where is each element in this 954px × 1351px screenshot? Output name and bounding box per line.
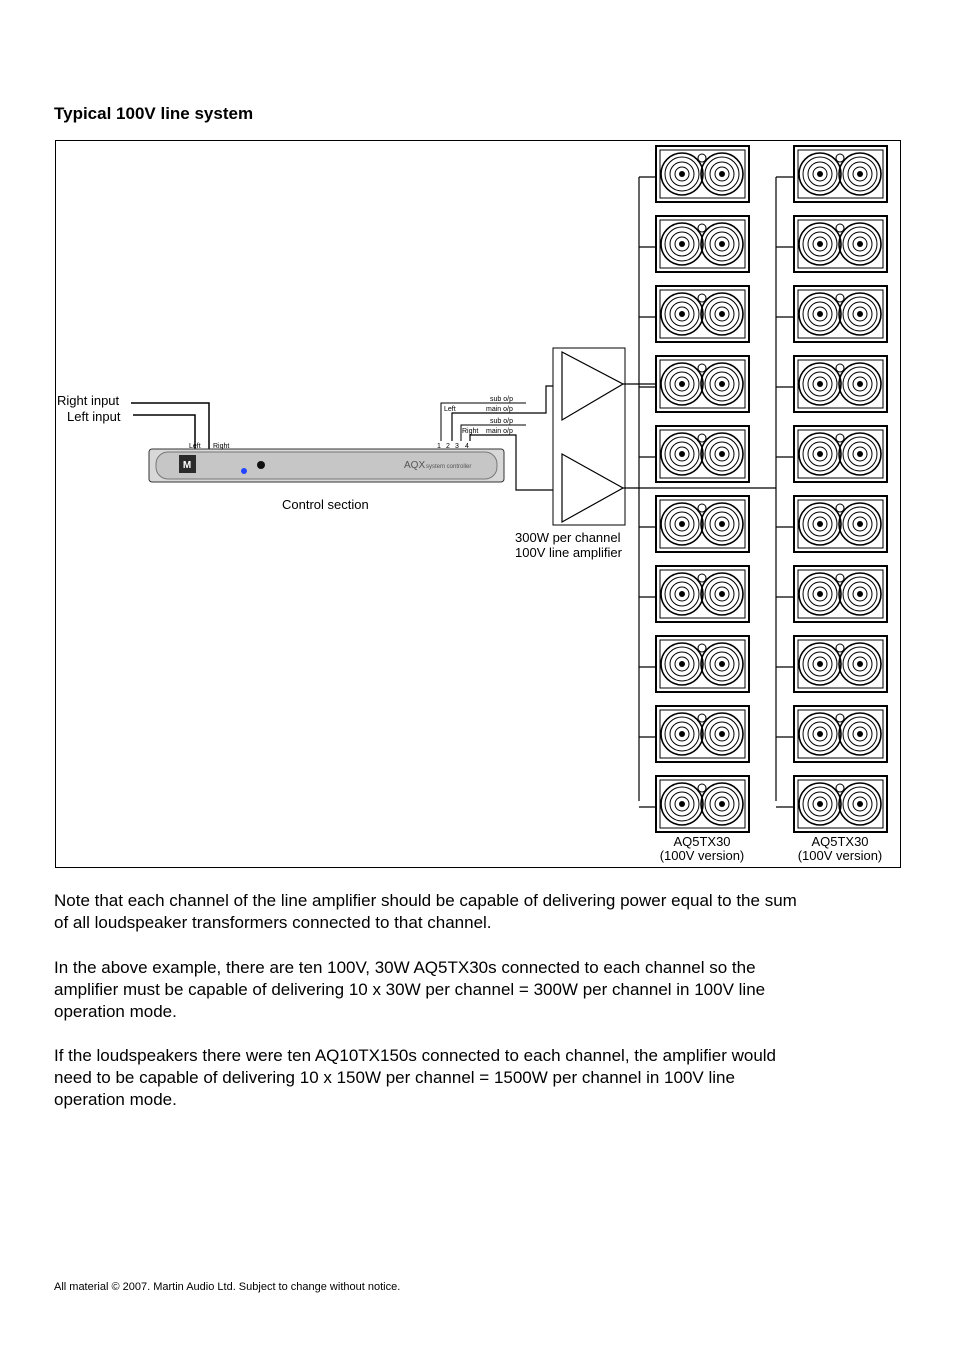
ctrl-out-right: Right [462,428,478,435]
spk-left-version: (100V version) [660,848,745,863]
svg-text:M: M [183,460,191,471]
loudspeaker-icon [639,145,750,203]
ctrl-out-left: Left [444,406,456,413]
loudspeaker-icon [776,635,888,693]
paragraph-3: If the loudspeakers there were ten AQ10T… [54,1045,904,1111]
main-op-1: main o/p [486,406,513,413]
paragraph-line: operation mode. [54,1090,177,1109]
out-3: 3 [455,443,459,450]
loudspeaker-icon [639,565,750,623]
wire-sub-left [440,402,526,441]
loudspeaker-icon [639,775,750,833]
loudspeaker-icon [776,355,888,413]
main-op-2: main o/p [486,428,513,435]
loudspeaker-icon [776,145,888,203]
paragraph-line: need to be capable of delivering 10 x 15… [54,1068,735,1087]
speaker-column-right [776,145,888,833]
amp-label-1: 300W per channel [515,530,621,545]
amp-triangle-left [561,351,625,422]
loudspeaker-icon [776,215,888,273]
left-input-label: Left input [67,409,121,424]
spk-right-version: (100V version) [798,848,883,863]
out-2: 2 [446,443,450,450]
loudspeaker-icon [776,565,888,623]
rack-controller: M AQX system controller [148,448,505,483]
loudspeaker-icon [639,635,750,693]
right-input-line [131,402,210,451]
loudspeaker-icon [776,285,888,343]
loudspeaker-icon [639,705,750,763]
loudspeaker-icon [776,775,888,833]
paragraph-line: amplifier must be capable of delivering … [54,980,766,999]
out-4: 4 [465,443,469,450]
sub-op-1: sub o/p [490,396,513,403]
amp-triangle-right [561,452,625,524]
ctrl-left-label: Left [189,443,201,450]
amp-label-2: 100V line amplifier [515,545,623,560]
paragraph-2: In the above example, there are ten 100V… [54,957,904,1023]
spk-right-model: AQ5TX30 [811,834,868,849]
right-input-label: Right input [57,393,120,408]
footer-copyright: All material © 2007. Martin Audio Ltd. S… [54,1281,401,1293]
loudspeaker-icon [776,425,888,483]
control-section-label: Control section [282,497,369,512]
ctrl-right-label: Right [213,443,229,450]
paragraph-line: operation mode. [54,1002,177,1021]
paragraph-line: Note that each channel of the line ampli… [54,891,797,910]
loudspeaker-icon [639,425,750,483]
sub-op-2: sub o/p [490,418,513,425]
speaker-column-left [639,145,750,833]
loudspeaker-icon [639,355,750,413]
ctrl-brand: AQX [404,460,425,471]
wire-main-right [469,434,561,491]
loudspeaker-icon [639,215,750,273]
ctrl-brand-sub: system controller [426,464,471,470]
loudspeaker-icon [639,285,750,343]
paragraph-line: of all loudspeaker transformers connecte… [54,913,492,932]
out-1: 1 [437,443,441,450]
section-heading: Typical 100V line system [54,104,254,123]
loudspeaker-icon [776,705,888,763]
paragraph-line: In the above example, there are ten 100V… [54,958,756,977]
paragraph-line: If the loudspeakers there were ten AQ10T… [54,1046,777,1065]
loudspeaker-icon [776,495,888,553]
system-diagram: Right input Left input M AQX system cont… [55,140,901,868]
wire-main-left [451,385,561,441]
loudspeaker-icon [639,495,750,553]
left-input-line [133,414,196,451]
wire-sub-right [460,424,526,441]
spk-left-model: AQ5TX30 [673,834,730,849]
paragraph-1: Note that each channel of the line ampli… [54,890,904,934]
